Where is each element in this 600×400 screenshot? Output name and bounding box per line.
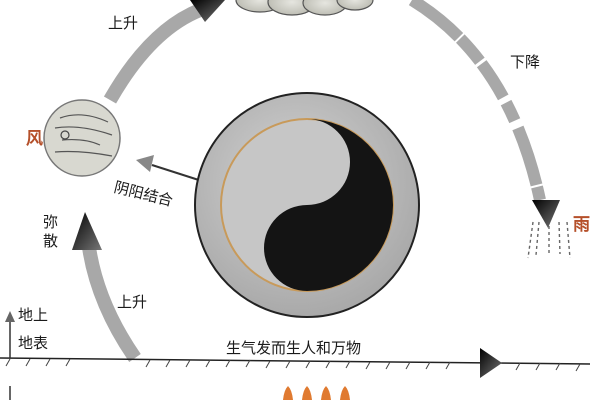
arrowhead-disperse-icon	[72, 212, 102, 250]
rise-arc-bottom	[81, 239, 141, 362]
cloud-icon	[235, 0, 374, 16]
flame-icon	[283, 386, 350, 400]
arrowhead-rain-icon	[532, 200, 560, 228]
yin-yang-icon	[194, 92, 420, 318]
arrowhead-top-icon	[190, 0, 225, 22]
label-disperse: 弥散	[41, 214, 59, 252]
ground-hatch	[5, 358, 581, 372]
label-rain: 雨	[573, 215, 590, 235]
label-ground-surface: 地表	[18, 334, 49, 352]
label-descend: 下降	[510, 53, 541, 71]
rise-arc-top	[103, 3, 203, 104]
label-wind: 风	[26, 129, 43, 149]
combine-arrow-line	[151, 164, 206, 183]
label-rise-bottom: 上升	[117, 293, 148, 311]
rain-icon	[527, 221, 571, 259]
wind-ball-icon	[43, 99, 121, 177]
ground-arrowhead-icon	[480, 348, 502, 378]
label-vital-qi: 生气发而生人和万物	[226, 339, 362, 357]
combine-arrowhead-icon	[136, 155, 154, 172]
descend-arc	[408, 0, 546, 202]
label-rise-top: 上升	[108, 14, 139, 32]
label-above-ground: 地上	[18, 306, 49, 324]
above-ground-arrowhead-icon	[5, 311, 15, 322]
